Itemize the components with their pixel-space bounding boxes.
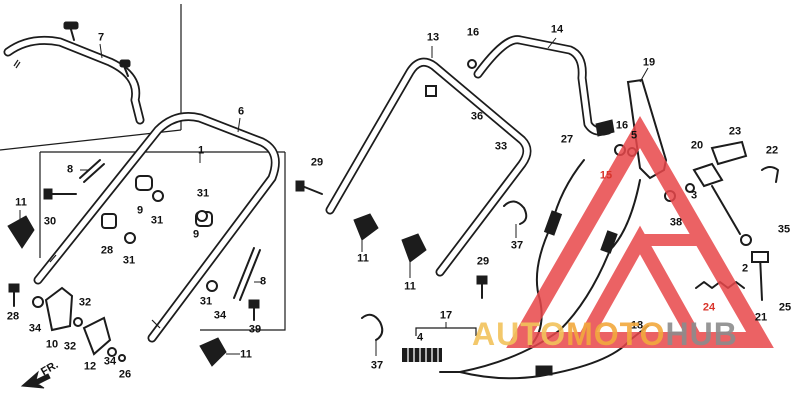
bracket-8-lower xyxy=(233,247,262,301)
lower-handle-part xyxy=(325,46,532,277)
bolt-39 xyxy=(248,299,260,321)
control-cable-18 xyxy=(439,179,649,380)
callout-33: 33 xyxy=(494,140,508,153)
callout-12: 12 xyxy=(83,360,97,373)
bracket-20 xyxy=(692,162,752,246)
callout-4: 4 xyxy=(416,331,424,344)
callout-31d: 31 xyxy=(122,254,136,267)
knob-11-bottom xyxy=(199,337,240,367)
callout-15: 15 xyxy=(599,169,613,182)
watermark-logo xyxy=(506,115,774,348)
knob-11-right xyxy=(401,233,427,278)
main-handle-part xyxy=(33,112,280,343)
callout-39: 39 xyxy=(248,323,262,336)
callout-13: 13 xyxy=(426,31,440,44)
callout-25: 25 xyxy=(778,301,792,314)
callout-16b: 16 xyxy=(615,119,629,132)
callout-29a: 29 xyxy=(310,156,324,169)
cable-clip-37-lower xyxy=(361,313,384,356)
watermark-word-hub: HUB xyxy=(665,316,738,352)
callout-5: 5 xyxy=(630,129,638,142)
callout-37b: 37 xyxy=(370,359,384,372)
nut-31-group xyxy=(124,190,218,292)
spacer-28 xyxy=(101,213,117,229)
callout-19: 19 xyxy=(642,56,656,69)
watermark-wordmark: AUTOMOTOHUB xyxy=(472,318,738,350)
callout-35: 35 xyxy=(777,223,791,236)
callout-34b: 34 xyxy=(28,322,42,335)
callout-32b: 32 xyxy=(63,340,77,353)
mount-bracket-10 xyxy=(44,286,74,332)
collar-9-upper xyxy=(135,175,153,191)
bolt-28-lower xyxy=(8,283,20,307)
watermark-word-auto: AUTO xyxy=(472,316,567,352)
callout-24: 24 xyxy=(702,301,716,314)
cable-grip-4 xyxy=(402,348,442,362)
bolt-29-lower xyxy=(476,275,488,299)
callout-28b: 28 xyxy=(6,310,20,323)
control-bar-part xyxy=(473,35,615,137)
callout-8b: 8 xyxy=(259,275,267,288)
callout-10: 10 xyxy=(45,338,59,351)
callout-31a: 31 xyxy=(196,187,210,200)
bracket-8-upper xyxy=(79,159,105,183)
callout-11c: 11 xyxy=(357,252,369,265)
callout-29b: 29 xyxy=(476,255,490,268)
callout-11d: 11 xyxy=(404,280,416,293)
callout-38: 38 xyxy=(669,216,683,229)
callout-26: 26 xyxy=(118,368,132,381)
callout-11a: 11 xyxy=(15,196,27,209)
arm-21 xyxy=(751,251,769,301)
callout-31e: 31 xyxy=(199,295,213,308)
callout-11b: 11 xyxy=(240,348,252,361)
callout-6: 6 xyxy=(237,105,245,118)
callout-18: 18 xyxy=(630,319,644,332)
knob-11-left xyxy=(7,210,35,249)
callout-28a: 28 xyxy=(100,244,114,257)
callout-7: 7 xyxy=(97,31,105,44)
callout-27: 27 xyxy=(560,133,574,146)
callout-3: 3 xyxy=(690,189,698,202)
knob-11-center xyxy=(353,213,379,252)
callout-31b: 31 xyxy=(150,214,164,227)
callout-22: 22 xyxy=(765,144,779,157)
callout-14: 14 xyxy=(550,23,564,36)
mount-bracket-12 xyxy=(82,316,112,356)
bolt-30 xyxy=(43,188,77,200)
washers-32-34 xyxy=(32,296,126,362)
front-direction-arrow xyxy=(20,370,51,389)
callout-21: 21 xyxy=(754,311,768,324)
callout-17: 17 xyxy=(439,309,453,322)
callout-34a: 34 xyxy=(213,309,227,322)
plate-23 xyxy=(710,140,748,166)
callout-2: 2 xyxy=(741,262,749,275)
clip-22 xyxy=(761,166,779,183)
callout-9b: 9 xyxy=(192,228,200,241)
upper-handle-part xyxy=(3,21,145,125)
callout-34c: 34 xyxy=(103,355,117,368)
cable-clip-37-upper xyxy=(503,200,528,238)
throttle-cable-15 xyxy=(529,159,585,347)
callout-23: 23 xyxy=(728,125,742,138)
callout-32a: 32 xyxy=(78,296,92,309)
handle-assembly-bracket xyxy=(39,151,286,331)
callout-36: 36 xyxy=(470,110,484,123)
callout-1: 1 xyxy=(197,144,205,157)
callout-37a: 37 xyxy=(510,239,524,252)
callout-9a: 9 xyxy=(136,204,144,217)
group-bracket-17 xyxy=(415,322,477,336)
callout-16a: 16 xyxy=(466,26,480,39)
callout-20: 20 xyxy=(690,139,704,152)
callout-8a: 8 xyxy=(66,163,74,176)
callout-30: 30 xyxy=(43,215,57,228)
watermark-word-moto: MOTO xyxy=(566,316,666,352)
bolt-29-upper xyxy=(295,180,323,195)
